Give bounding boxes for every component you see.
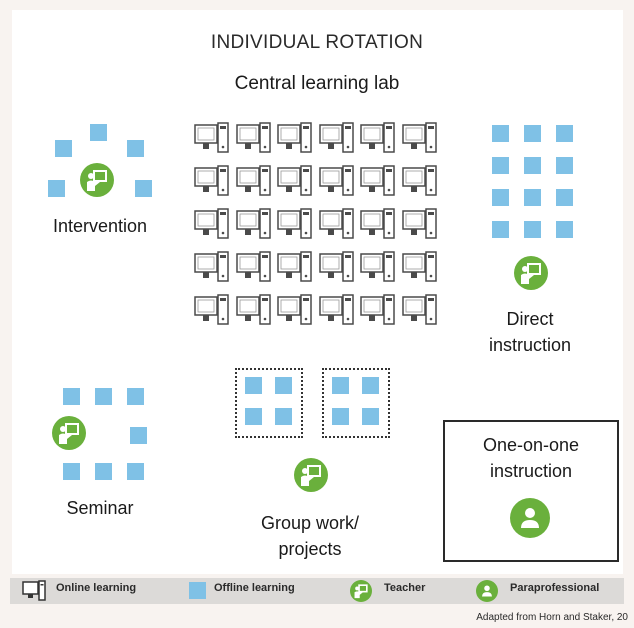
legend-paraprofessional-icon [476,580,498,602]
offline-square [135,180,152,197]
offline-square [524,125,541,142]
computer-icon [194,165,230,197]
computer-icon [194,122,230,154]
offline-square [275,408,292,425]
offline-square [556,125,573,142]
computer-icon [277,251,313,283]
legend-paraprofessional: Paraprofessional [510,582,600,594]
computer-icon [401,251,438,283]
computer-icon [277,165,313,197]
offline-square [63,463,80,480]
group-table [322,368,390,438]
one-on-one-box [443,420,619,562]
computer-icon [401,294,438,326]
offline-square [275,377,292,394]
offline-square [127,388,144,405]
offline-square [524,221,541,238]
offline-square [63,388,80,405]
computer-icon [194,251,230,283]
intervention-label: Intervention [52,216,148,236]
computer-icon [318,208,355,240]
computer-icon [360,208,396,240]
offline-square [556,189,573,206]
teacher-icon [80,163,114,197]
group-work-label: Group work/projects [260,513,360,559]
computer-icon [401,122,438,154]
teacher-icon [294,458,328,492]
teacher-icon [514,256,548,290]
legend-teacher: Teacher [384,582,426,594]
offline-square [492,157,509,174]
computer-icon [22,580,46,602]
offline-square [48,180,65,197]
seminar-label: Seminar [66,498,134,518]
offline-square [556,221,573,238]
legend-online: Online learning [56,582,137,594]
offline-square [492,189,509,206]
computer-icon [360,122,396,154]
computer-icon [360,165,396,197]
offline-square [362,408,379,425]
computer-icon [235,122,272,154]
offline-square [556,157,573,174]
computer-icon [318,122,355,154]
offline-square [332,377,349,394]
offline-square [492,125,509,142]
offline-square [130,427,147,444]
offline-square [492,221,509,238]
legend-teacher-icon [350,580,372,602]
computer-icon [277,294,313,326]
group-table [235,368,303,438]
computer-icon [194,208,230,240]
legend-bar [10,578,624,604]
computer-icon [360,294,396,326]
offline-square [524,157,541,174]
computer-icon [360,251,396,283]
computer-icon [235,208,272,240]
offline-square [245,408,262,425]
computer-icon [235,165,272,197]
computer-icon [277,208,313,240]
offline-square [90,124,107,141]
offline-square [332,408,349,425]
teacher-icon [52,416,86,450]
paraprofessional-icon [510,498,550,538]
computer-icon [401,208,438,240]
offline-square [245,377,262,394]
computer-icon [235,294,272,326]
computer-icon [401,165,438,197]
computer-icon [318,165,355,197]
offline-square [95,388,112,405]
diagram-title: INDIVIDUAL ROTATION [210,32,424,53]
offline-square [95,463,112,480]
offline-square [55,140,72,157]
offline-square [127,463,144,480]
offline-square [362,377,379,394]
computer-icon [277,122,313,154]
credit-text: Adapted from Horn and Staker, 20 [476,612,628,623]
offline-square [524,189,541,206]
computer-icon [235,251,272,283]
computer-icon [318,251,355,283]
computer-icon [194,294,230,326]
central-lab-title: Central learning lab [234,73,400,94]
legend-offline-swatch [189,582,206,599]
computer-icon [318,294,355,326]
offline-square [127,140,144,157]
legend-offline: Offline learning [214,582,295,594]
